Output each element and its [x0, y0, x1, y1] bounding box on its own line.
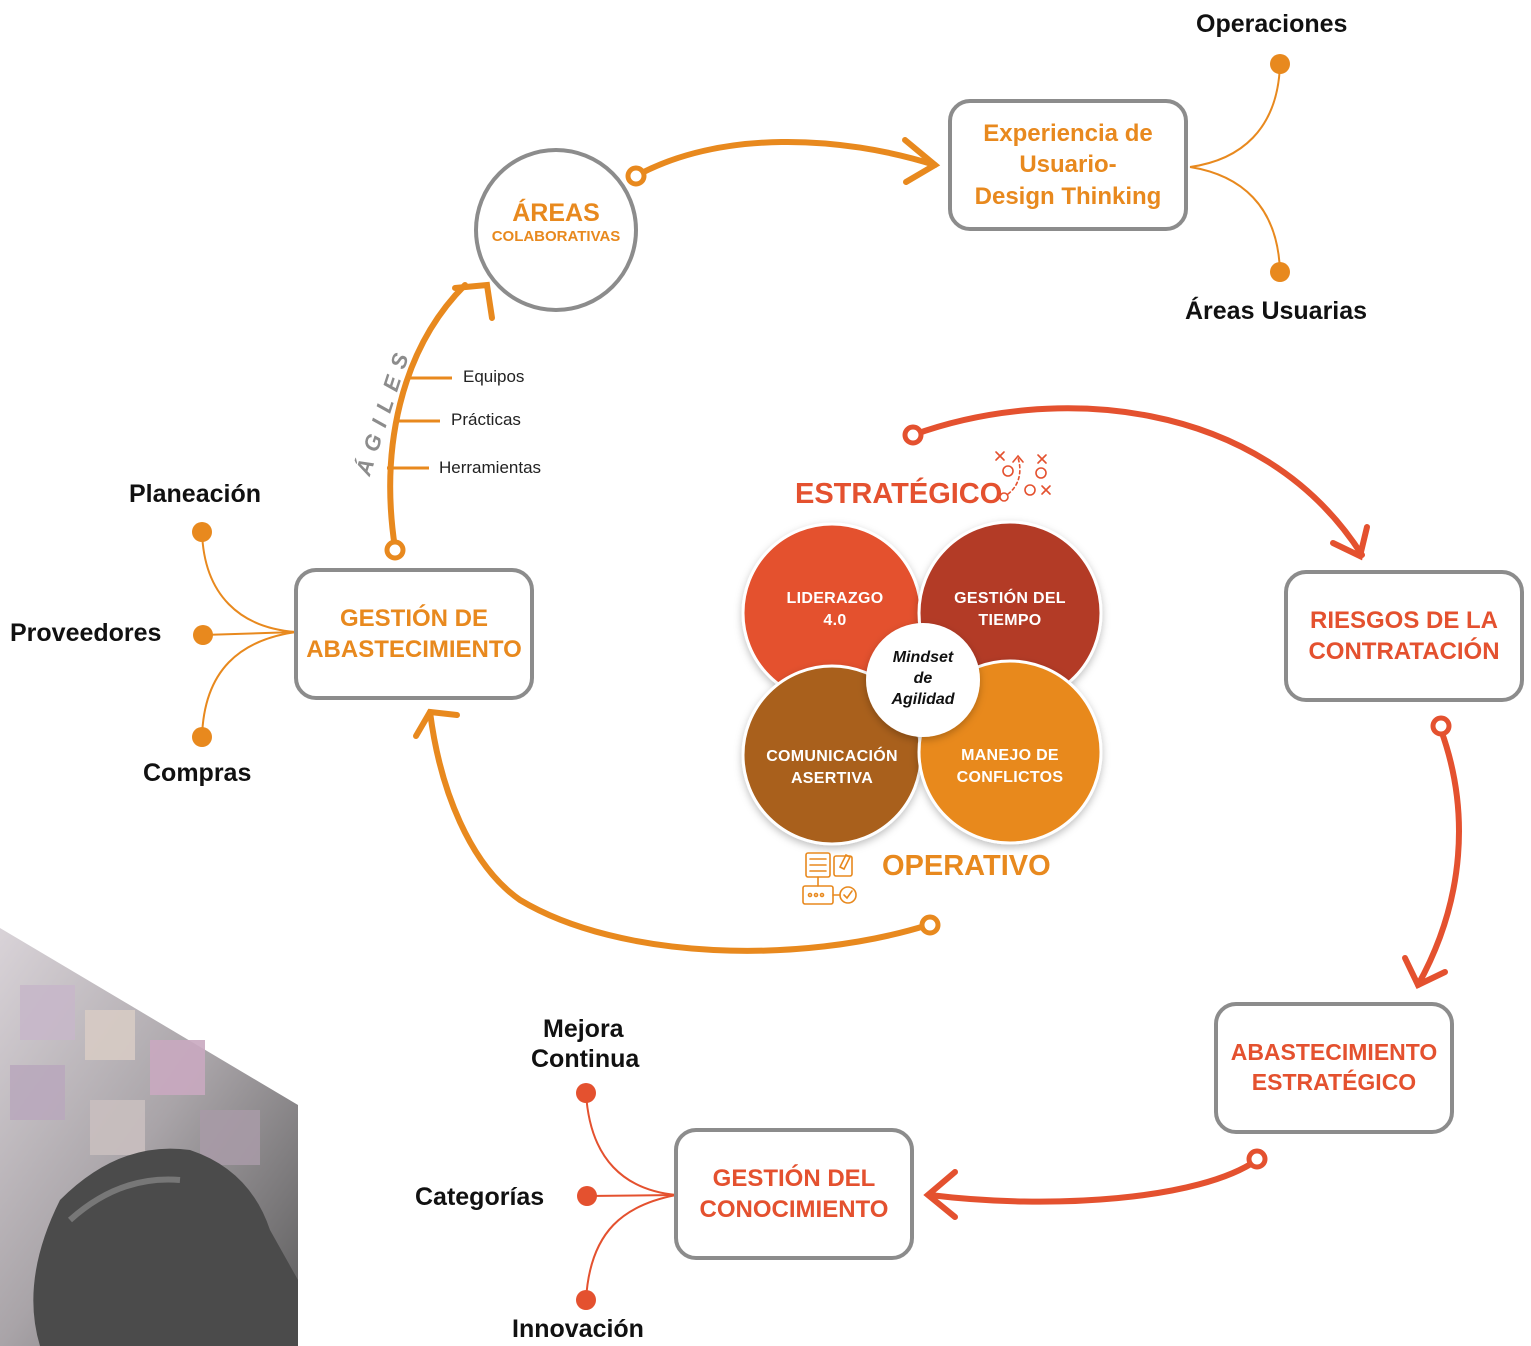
- tiempo-line2: TIEMPO: [978, 611, 1042, 629]
- core-line3: Agilidad: [891, 690, 955, 708]
- mindset-core: [866, 623, 980, 737]
- arrow-estrategico-to-conocimiento: [927, 1157, 1260, 1205]
- experiencia-line2: Usuario-: [1019, 151, 1117, 179]
- label-areas-usuarias: Áreas Usuarias: [1185, 297, 1368, 325]
- branch-dot-operaciones: [1270, 54, 1290, 74]
- liderazgo-line1: LIDERAZGO: [786, 590, 884, 607]
- abastecimiento-estrategico-line2: ESTRATÉGICO: [1251, 1069, 1417, 1095]
- label-innovacion: Innovación: [512, 1315, 644, 1343]
- arrow-estrategico-to-riesgos: [910, 405, 1365, 558]
- label-operaciones: Operaciones: [1196, 10, 1348, 38]
- riesgos-contratacion-box: RIESGOS DE LA CONTRATACIÓN: [1284, 570, 1524, 702]
- gestion-abastecimiento-line1: GESTIÓN DE: [339, 604, 488, 632]
- branch-dot-planeacion: [192, 522, 212, 542]
- arrowhead-abastecimiento: [413, 708, 460, 739]
- arrowhead-areas: [452, 281, 495, 321]
- petal-comunicacion-text: COMUNICACIÓN ASERTIVA: [748, 746, 916, 789]
- arrow-abastecimiento-to-areas: [387, 282, 468, 551]
- branch-dot-mejora: [576, 1083, 596, 1103]
- petal-conflictos-text: MANEJO DE CONFLICTOS: [935, 745, 1085, 788]
- branches-abastecimiento: [201, 531, 297, 738]
- abastecimiento-estrategico-box: ABASTECIMIENTO ESTRATÉGICO: [1214, 1002, 1454, 1134]
- agiles-item-equipos: Equipos: [463, 367, 525, 386]
- arrowhead-conocimiento: [923, 1169, 958, 1220]
- label-planeacion: Planeación: [129, 480, 261, 508]
- label-continua: Continua: [531, 1045, 640, 1073]
- agiles-item-practicas: Prácticas: [451, 410, 521, 429]
- arrow-areas-to-experiencia: [633, 139, 938, 179]
- riesgos-line2: CONTRATACIÓN: [1308, 638, 1500, 665]
- petal-liderazgo-text: LIDERAZGO 4.0: [760, 588, 910, 631]
- gestion-abastecimiento-box: GESTIÓN DE ABASTECIMIENTO: [294, 568, 534, 700]
- label-proveedores: Proveedores: [10, 619, 162, 647]
- experiencia-line3: Design Thinking: [974, 182, 1162, 210]
- branch-dot-proveedores: [193, 625, 213, 645]
- abastecimiento-estrategico-line1: ABASTECIMIENTO: [1230, 1039, 1438, 1066]
- gestion-conocimiento-line2: CONOCIMIENTO: [699, 1196, 889, 1223]
- orange-connectors: [387, 137, 941, 954]
- gestion-abastecimiento-line2: ABASTECIMIENTO: [306, 636, 522, 663]
- comunicacion-line2: ASERTIVA: [790, 769, 874, 787]
- red-connectors: [910, 405, 1462, 1220]
- branches-conocimiento: [585, 1092, 677, 1301]
- mindset-core-text: Mindset de Agilidad: [876, 648, 970, 710]
- areas-subtitle: COLABORATIVAS: [491, 227, 621, 245]
- areas-colaborativas-circle: [474, 148, 638, 312]
- tiempo-line1: GESTIÓN DEL: [954, 590, 1066, 607]
- gestion-conocimiento-box: GESTIÓN DEL CONOCIMIENTO: [674, 1128, 914, 1260]
- experiencia-line1: Experiencia de: [983, 120, 1153, 148]
- core-line1: Mindset: [892, 649, 954, 666]
- branch-dot-areas-usuarias: [1270, 262, 1290, 282]
- checklist-process-icon: [802, 852, 857, 905]
- estrategico-label: ESTRATÉGICO: [795, 478, 1003, 510]
- arrowhead-abastecimiento-estrategico: [1402, 955, 1448, 990]
- agiles-item-herramientas: Herramientas: [439, 458, 542, 477]
- branch-dot-categorias: [577, 1186, 597, 1206]
- branch-dot-compras: [192, 727, 212, 747]
- photo-sticky-notes: [0, 928, 298, 1346]
- branches-experiencia: [1189, 63, 1281, 273]
- petal-tiempo-text: GESTIÓN DEL TIEMPO: [935, 588, 1085, 631]
- branch-dot-innovacion: [576, 1290, 596, 1310]
- comunicacion-line1: COMUNICACIÓN: [766, 748, 898, 765]
- arrowhead-riesgos: [1330, 524, 1370, 561]
- label-mejora: Mejora: [543, 1015, 624, 1043]
- areas-title: ÁREAS: [512, 199, 600, 227]
- red-connector-ends: [902, 424, 1452, 1170]
- gestion-conocimiento-line1: GESTIÓN DEL: [712, 1164, 876, 1192]
- core-line2: de: [913, 669, 933, 687]
- center-flower: [741, 520, 1103, 846]
- orange-connector-ends: [384, 165, 941, 936]
- conflictos-line1: MANEJO DE: [961, 747, 1059, 764]
- agile-ticks: [387, 376, 452, 470]
- arrow-riesgos-to-estrategico: [1415, 727, 1462, 988]
- riesgos-line1: RIESGOS DE LA: [1309, 606, 1499, 634]
- arrowhead-experiencia: [902, 137, 941, 185]
- label-categorias: Categorías: [415, 1183, 545, 1211]
- operativo-label: OPERATIVO: [882, 850, 1051, 882]
- experiencia-usuario-box: Experiencia de Usuario- Design Thinking: [948, 99, 1188, 231]
- conflictos-line2: CONFLICTOS: [956, 768, 1064, 786]
- areas-colaborativas-label: ÁREAS COLABORATIVAS: [476, 199, 636, 245]
- liderazgo-line2: 4.0: [823, 611, 847, 629]
- label-compras: Compras: [143, 759, 252, 787]
- arrow-operativo-to-abastecimiento: [427, 709, 931, 954]
- strategy-play-icon: [995, 451, 1051, 502]
